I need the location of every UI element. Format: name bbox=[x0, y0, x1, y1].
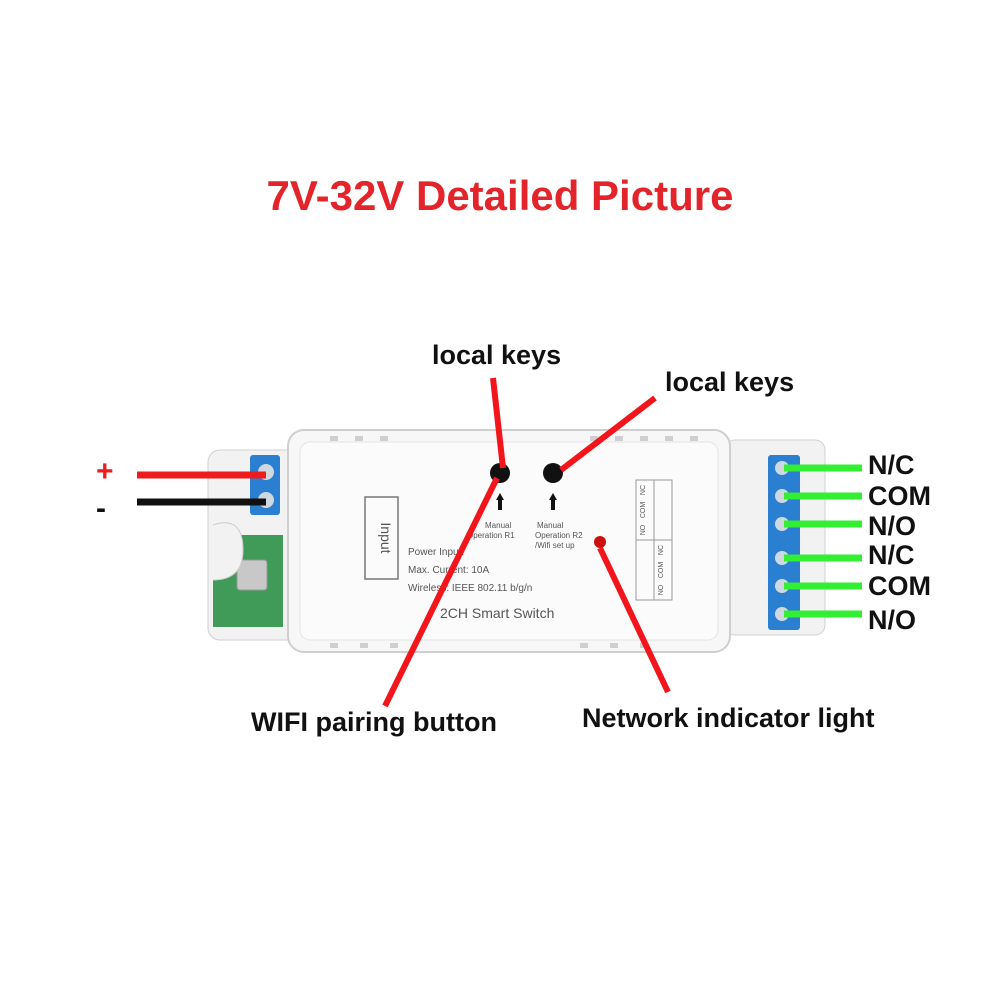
input-label: Input bbox=[378, 522, 394, 553]
terminal-label: COM bbox=[868, 481, 931, 511]
port-label: COM bbox=[658, 562, 665, 579]
spec-wireless: Wireless: IEEE 802.11 b/g/n bbox=[408, 583, 532, 594]
network-led bbox=[594, 536, 606, 548]
port-label: COM bbox=[640, 502, 647, 519]
terminal-label: COM bbox=[868, 571, 931, 601]
minus-sign: - bbox=[96, 492, 106, 525]
key-r2-button[interactable] bbox=[543, 463, 563, 483]
port-label: NO bbox=[658, 584, 665, 595]
pointer-wifi-button bbox=[382, 476, 500, 708]
port-label: NC bbox=[658, 545, 665, 555]
spec-power: Power Input: bbox=[408, 547, 464, 558]
callout-local-keys-2: local keys bbox=[665, 367, 795, 397]
model-name: 2CH Smart Switch bbox=[440, 605, 554, 621]
switch-body: Input bbox=[287, 429, 731, 653]
port-label: NO bbox=[640, 524, 647, 535]
plus-sign: + bbox=[96, 455, 114, 488]
pointer-network-light bbox=[597, 546, 671, 694]
pointer-local-keys-2 bbox=[559, 395, 657, 473]
page-title: 7V-32V Detailed Picture bbox=[266, 172, 734, 219]
terminal-label: N/O bbox=[868, 511, 917, 541]
arrow-up-icon bbox=[496, 493, 504, 510]
terminal-label: N/C bbox=[868, 450, 915, 480]
callout-wifi-button: WIFI pairing button bbox=[251, 707, 497, 737]
terminal-label: N/C bbox=[868, 540, 915, 570]
arrow-up-icon bbox=[549, 493, 557, 510]
terminal-wires bbox=[784, 464, 862, 618]
callout-local-keys-1: local keys bbox=[432, 340, 562, 370]
pointer-lines bbox=[382, 377, 671, 708]
port-label: NC bbox=[640, 485, 647, 495]
callout-network-light: Network indicator light bbox=[582, 703, 875, 733]
terminal-label: N/O bbox=[868, 605, 917, 635]
pointer-local-keys-1 bbox=[490, 377, 506, 469]
port-labels: NC COM NO NC COM NO bbox=[640, 485, 665, 595]
